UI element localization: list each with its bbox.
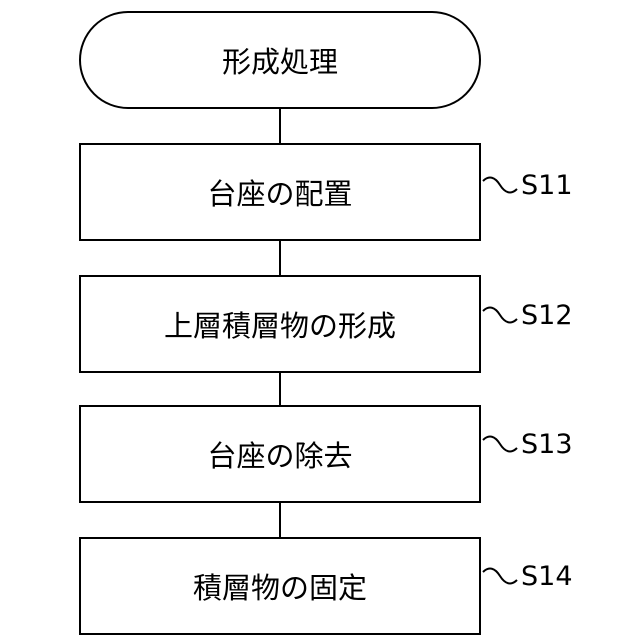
leader-tilde-icon (481, 566, 519, 586)
process-step-s12: 上層積層物の形成 (79, 275, 481, 373)
step-tag-s11: S11 (481, 169, 573, 201)
step-tag-s13: S13 (481, 428, 573, 460)
process-step-label: 台座の配置 (207, 171, 352, 213)
connector-line (279, 241, 281, 275)
process-step-s11: 台座の配置 (79, 143, 481, 241)
process-step-label: 積層物の固定 (193, 565, 367, 607)
connector-line (279, 109, 281, 143)
leader-tilde-icon (481, 434, 519, 454)
start-terminal: 形成処理 (79, 11, 481, 109)
process-step-label: 台座の除去 (207, 433, 352, 475)
process-step-label: 上層積層物の形成 (164, 303, 396, 345)
step-tag-label: S11 (521, 170, 573, 201)
process-step-s14: 積層物の固定 (79, 537, 481, 635)
step-tag-label: S13 (521, 429, 573, 460)
connector-line (279, 373, 281, 405)
process-step-s13: 台座の除去 (79, 405, 481, 503)
step-tag-label: S14 (521, 561, 573, 592)
step-tag-label: S12 (521, 300, 573, 331)
leader-tilde-icon (481, 175, 519, 195)
step-tag-s12: S12 (481, 299, 573, 331)
step-tag-s14: S14 (481, 560, 573, 592)
leader-tilde-icon (481, 305, 519, 325)
start-terminal-label: 形成処理 (222, 39, 338, 81)
connector-line (279, 503, 281, 537)
